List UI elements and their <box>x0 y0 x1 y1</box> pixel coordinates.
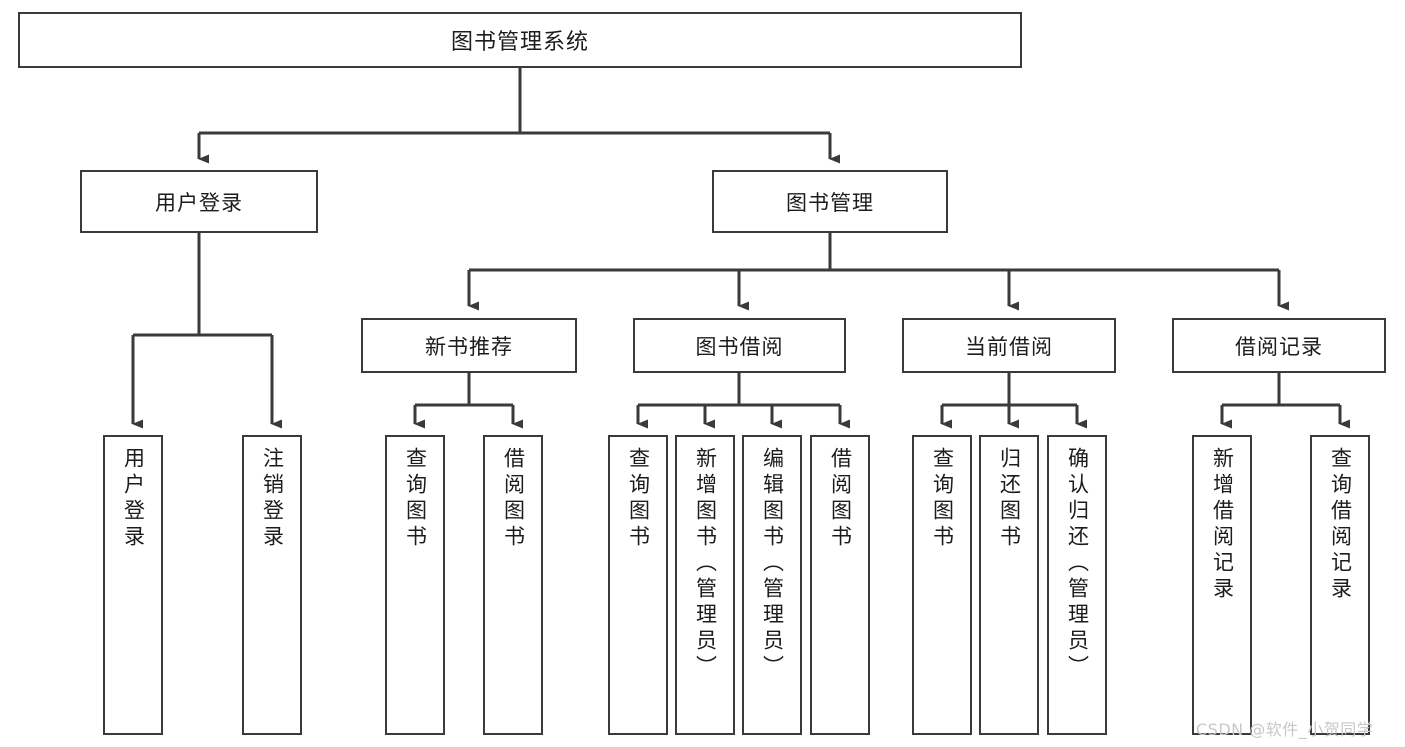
leaf-user-login[interactable]: 用户登录 <box>103 435 163 735</box>
leaf-add-book[interactable]: 新增图书（管理员） <box>675 435 735 735</box>
node-new-book-recommend[interactable]: 新书推荐 <box>361 318 577 373</box>
node-root-system[interactable]: 图书管理系统 <box>18 12 1022 68</box>
leaf-query-book-borrow[interactable]: 查询图书 <box>608 435 668 735</box>
node-borrow-record[interactable]: 借阅记录 <box>1172 318 1386 373</box>
node-current-borrow[interactable]: 当前借阅 <box>902 318 1116 373</box>
node-book-borrow[interactable]: 图书借阅 <box>633 318 846 373</box>
leaf-borrow-book[interactable]: 借阅图书 <box>810 435 870 735</box>
leaf-logout[interactable]: 注销登录 <box>242 435 302 735</box>
leaf-return-book[interactable]: 归还图书 <box>979 435 1039 735</box>
leaf-edit-book[interactable]: 编辑图书（管理员） <box>742 435 802 735</box>
leaf-add-borrow-record[interactable]: 新增借阅记录 <box>1192 435 1252 735</box>
node-user-login[interactable]: 用户登录 <box>80 170 318 233</box>
leaf-query-borrow-record[interactable]: 查询借阅记录 <box>1310 435 1370 735</box>
leaf-query-book-recommend[interactable]: 查询图书 <box>385 435 445 735</box>
node-book-manage[interactable]: 图书管理 <box>712 170 948 233</box>
leaf-borrow-book-recommend[interactable]: 借阅图书 <box>483 435 543 735</box>
leaf-query-book-current[interactable]: 查询图书 <box>912 435 972 735</box>
leaf-confirm-return[interactable]: 确认归还（管理员） <box>1047 435 1107 735</box>
